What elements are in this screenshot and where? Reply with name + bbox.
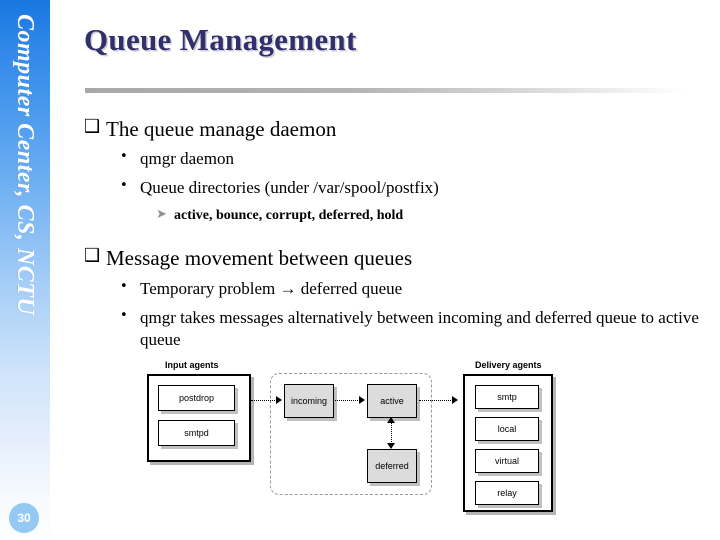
slide-body: ❑ The queue manage daemon • qmgr daemon … bbox=[84, 112, 699, 352]
delivery-agent-box: virtual bbox=[475, 449, 539, 473]
bullet-level2-text: Temporary problem → deferred queue bbox=[140, 278, 403, 298]
dot-bullet-icon: • bbox=[120, 307, 128, 323]
bullet-level1: ❑ The queue manage daemon bbox=[84, 116, 699, 142]
delivery-agent-box: local bbox=[475, 417, 539, 441]
bullet-level1-text: Message movement between queues bbox=[106, 246, 413, 271]
delivery-agent-box: smtp bbox=[475, 385, 539, 409]
bullet-level2: • Queue directories (under /var/spool/po… bbox=[84, 177, 699, 200]
arrowhead-bullet-icon: ➤ bbox=[156, 207, 167, 223]
arrow-input-to-incoming bbox=[251, 400, 277, 401]
bullet-level2-text: Queue directories (under /var/spool/post… bbox=[140, 178, 439, 198]
postfix-queue-diagram: Input agents postdrop smtpd incoming act… bbox=[131, 360, 593, 528]
delivery-agents-caption: Delivery agents bbox=[475, 360, 542, 370]
bullet-level2: • Temporary problem → deferred queue bbox=[84, 278, 699, 301]
input-agent-box: smtpd bbox=[158, 420, 235, 446]
sidebar-label: Computer Center, CS, NCTU bbox=[12, 14, 39, 316]
group-spacer bbox=[84, 225, 699, 241]
bullet-level1-text: The queue manage daemon bbox=[106, 117, 337, 141]
dot-bullet-icon: • bbox=[120, 278, 128, 294]
queue-region-boundary bbox=[270, 373, 432, 495]
bullet-level1: ❑ Message movement between queues bbox=[84, 245, 699, 271]
arrow-active-deferred bbox=[391, 420, 392, 446]
queue-box-incoming: incoming bbox=[284, 384, 334, 418]
square-bullet-icon: ❑ bbox=[84, 245, 101, 267]
page-title: Queue Management bbox=[84, 22, 357, 57]
queue-box-active: active bbox=[367, 384, 417, 418]
bullet-level3: ➤ active, bounce, corrupt, deferred, hol… bbox=[84, 207, 699, 225]
bullet-level2-text: qmgr takes messages alternatively betwee… bbox=[140, 307, 699, 350]
dot-bullet-icon: • bbox=[120, 178, 128, 194]
arrow-deferred-to-active-head-icon bbox=[387, 417, 395, 423]
arrow-incoming-to-active-head-icon bbox=[359, 396, 365, 404]
arrow-active-to-delivery bbox=[419, 400, 453, 401]
bullet-level3-text: active, bounce, corrupt, deferred, hold bbox=[174, 208, 404, 224]
bullet-level2: • qmgr takes messages alternatively betw… bbox=[84, 307, 699, 353]
arrow-active-to-deferred-head-icon bbox=[387, 443, 395, 449]
page-number-badge: 30 bbox=[9, 503, 39, 533]
queue-box-deferred: deferred bbox=[367, 449, 417, 483]
square-bullet-icon: ❑ bbox=[84, 116, 101, 137]
title-divider bbox=[85, 88, 685, 93]
bullet-level2-text: qmgr daemon bbox=[140, 149, 234, 169]
dot-bullet-icon: • bbox=[120, 149, 128, 165]
arrow-active-to-delivery-head-icon bbox=[452, 396, 458, 404]
arrow-input-to-incoming-head-icon bbox=[276, 396, 282, 404]
input-agents-caption: Input agents bbox=[165, 360, 219, 370]
sidebar-branding-bar: Computer Center, CS, NCTU 30 bbox=[0, 0, 50, 540]
delivery-agent-box: relay bbox=[475, 481, 539, 505]
input-agent-box: postdrop bbox=[158, 385, 235, 411]
arrow-incoming-to-active bbox=[335, 400, 360, 401]
bullet-level2: • qmgr daemon bbox=[84, 148, 699, 171]
